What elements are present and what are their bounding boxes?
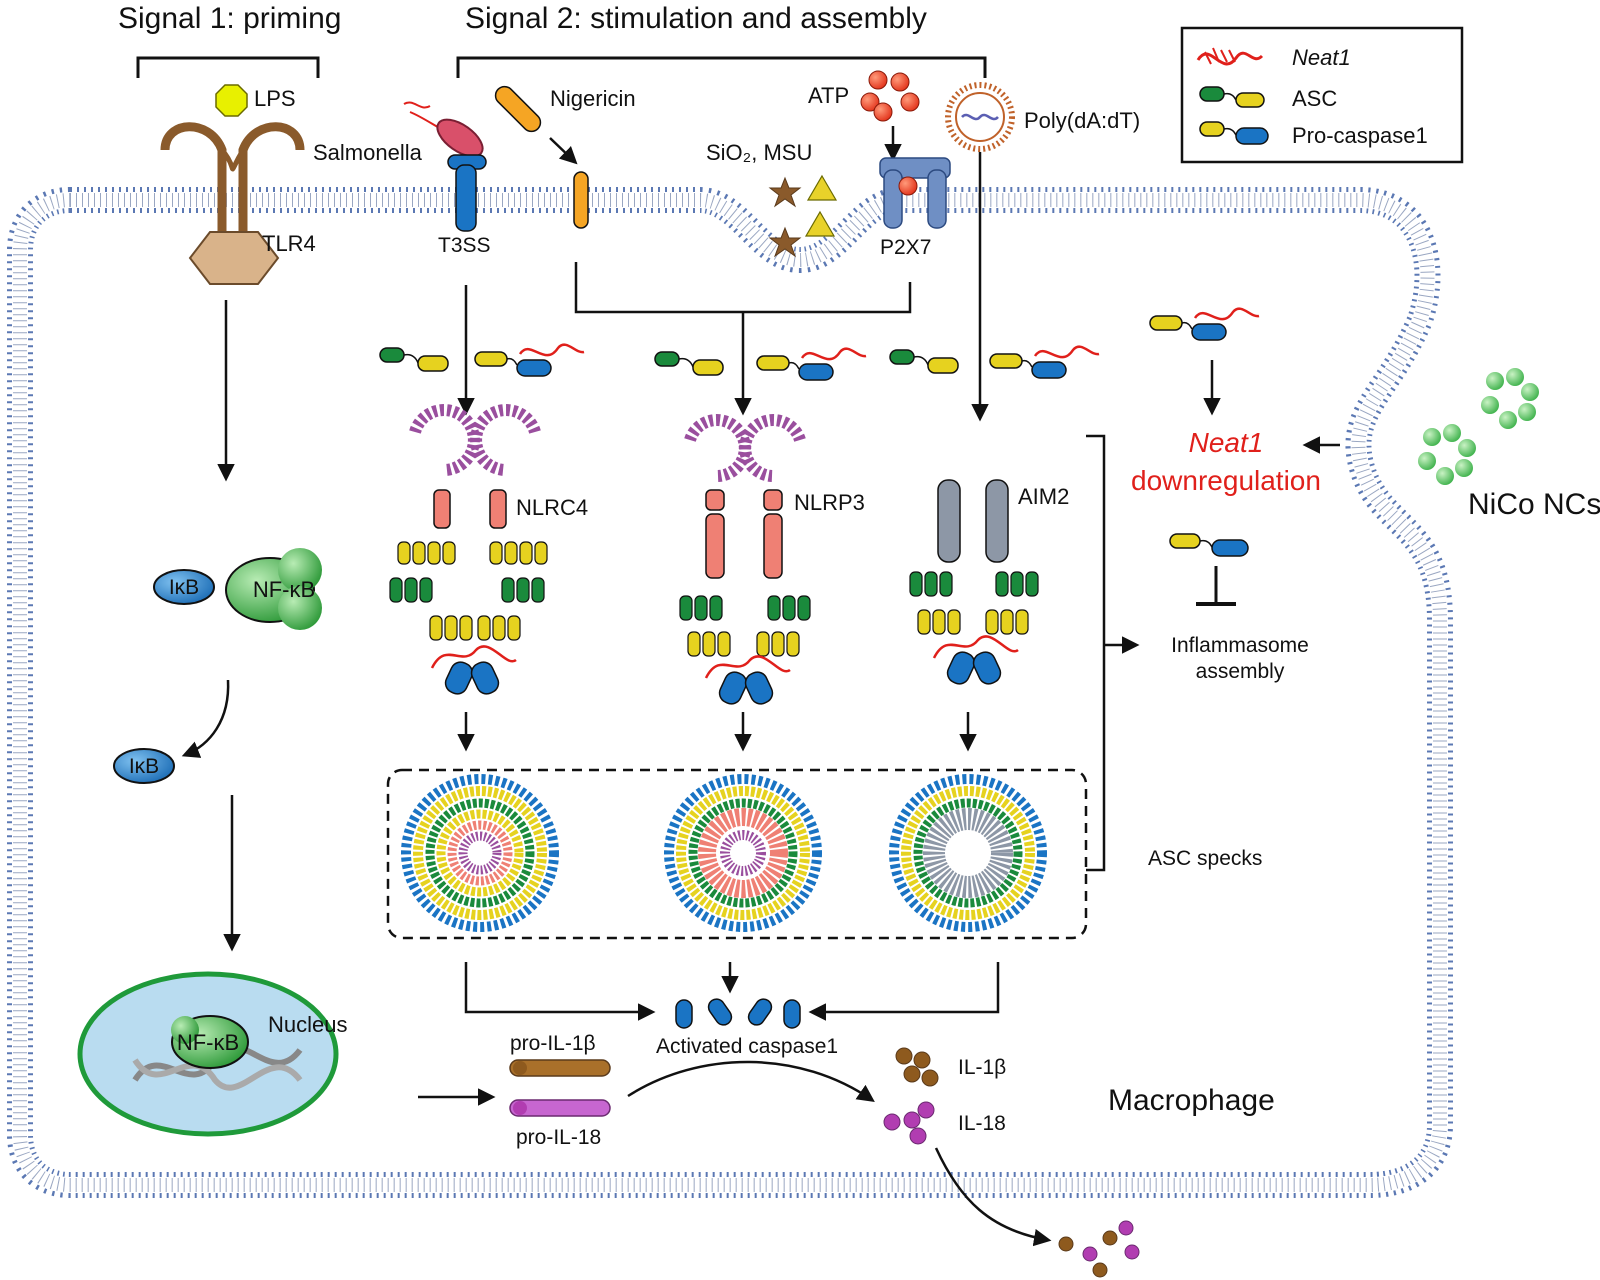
sio2-msu-label: SiO₂, MSU: [706, 140, 812, 165]
salmonella-label: Salmonella: [313, 140, 423, 165]
speck-aim2: [889, 774, 1047, 932]
asc-specks-label: ASC specks: [1148, 847, 1262, 870]
nfkb-nucleus-label: NF-κB: [177, 1030, 239, 1055]
nlrc4-complex: [389, 404, 548, 695]
legend-procasp-icon: [1199, 121, 1269, 145]
speck-nlrp3: [664, 774, 822, 932]
salmonella-icon: [403, 101, 484, 158]
lps-icon: [215, 84, 248, 117]
signal1-header: Signal 1: priming: [118, 2, 341, 35]
tlr4-receptor: [160, 122, 305, 285]
activated-caspase1: [675, 998, 801, 1029]
nigericin-label: Nigericin: [550, 86, 636, 111]
downregulation-label: downregulation: [1131, 465, 1321, 496]
nucleus-label: Nucleus: [268, 1012, 347, 1037]
connector-nigericin-p2x7: [574, 262, 912, 314]
activated-caspase1-label: Activated caspase1: [656, 1035, 838, 1058]
il18-molecules: [883, 1101, 935, 1145]
legend-asc-label: ASC: [1292, 86, 1337, 111]
nigericin-pore: [573, 171, 589, 229]
aim2-label: AIM2: [1018, 484, 1069, 509]
asc-procasp-free: [1169, 533, 1249, 557]
speck-nlrc4: [401, 774, 559, 932]
arrow-secretion: [934, 1147, 1052, 1247]
nlrc4-label: NLRC4: [516, 495, 588, 520]
nico-label: NiCo NCs: [1468, 488, 1600, 521]
ikb-free-label: IκB: [129, 755, 159, 778]
legend-neat1-label: Neat1: [1292, 45, 1351, 70]
il18-label: IL-18: [958, 1112, 1006, 1135]
lps-label: LPS: [254, 86, 296, 111]
aim2-complex: [909, 479, 1039, 685]
inflammasome-label-1: Inflammasome: [1171, 634, 1309, 657]
macrophage-label: Macrophage: [1108, 1084, 1275, 1117]
signal1-bracket: [136, 56, 320, 78]
nlrp3-complex: [679, 414, 811, 705]
arrow-ikb-release: [181, 679, 230, 758]
legend-procasp-label: Pro-caspase1: [1292, 123, 1428, 148]
asc-procasp-row: [379, 307, 1260, 381]
nfkb-label: NF-κB: [253, 577, 315, 602]
il1b-label: IL-1β: [958, 1056, 1006, 1079]
inflammasome-label-2: assembly: [1196, 660, 1285, 683]
signal2-header: Signal 2: stimulation and assembly: [465, 2, 927, 35]
atp-label: ATP: [808, 83, 849, 108]
t3ss-channel: [447, 154, 487, 232]
arrow-nigericin: [549, 137, 578, 165]
pro-il18: [509, 1099, 611, 1117]
p2x7-label: P2X7: [880, 236, 931, 259]
legend-asc-icon: [1199, 86, 1265, 108]
asc-specks-box: [386, 768, 1088, 940]
polydadt-label: Poly(dA:dT): [1024, 108, 1140, 133]
legend-neat1-icon: [1196, 47, 1264, 66]
secreted-cytokines: [1058, 1220, 1140, 1278]
ikb-free: [113, 748, 175, 784]
t3ss-label: T3SS: [438, 234, 491, 257]
inhibition-bar: [1196, 566, 1236, 606]
pro-il1b: [509, 1059, 611, 1077]
legend: Neat1 ASC Pro-caspase1: [1180, 26, 1464, 164]
p2x7-channel: [879, 157, 951, 229]
nico-nanoclusters: [1418, 368, 1539, 485]
signal2-bracket: [456, 56, 987, 78]
tlr4-label: TLR4: [262, 231, 316, 256]
neat1-red-label: Neat1: [1189, 427, 1264, 458]
pro-il18-label: pro-IL-18: [516, 1126, 601, 1149]
connector-speck-right: [808, 962, 1000, 1021]
ikb-label: IκB: [169, 576, 199, 599]
pro-il1b-label: pro-IL-1β: [510, 1032, 596, 1055]
ikb-nfkb-complex: [153, 548, 322, 630]
bracket-to-assembly: [1086, 434, 1106, 872]
il1b-molecules: [895, 1047, 939, 1087]
connector-speck-left: [464, 962, 656, 1021]
nlrp3-label: NLRP3: [794, 490, 865, 515]
atp-molecules: [860, 70, 920, 122]
crystals-icon: [768, 174, 838, 258]
nigericin-icon: [494, 85, 542, 133]
polydadt-liposome: [945, 82, 1015, 152]
cell-membrane: [7, 187, 1453, 1198]
arrow-cleavage: [627, 1060, 875, 1102]
nucleus: [77, 971, 339, 1137]
